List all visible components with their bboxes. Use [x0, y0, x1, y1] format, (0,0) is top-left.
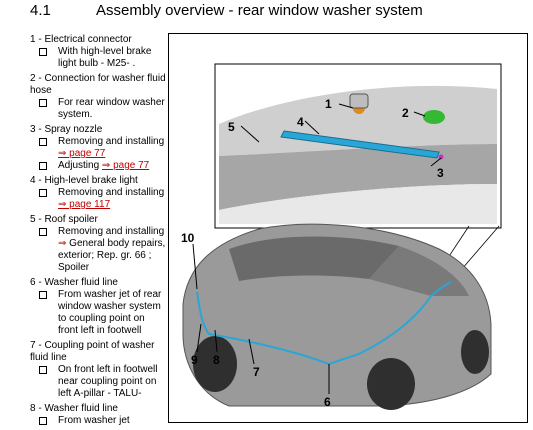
callout-8: 8	[213, 353, 220, 367]
callout-9: 9	[191, 353, 198, 367]
legend-subitem: Removing and installing ⇒ page 117	[30, 187, 166, 211]
legend-subitem-text: On front left in footwell near coupling …	[58, 364, 158, 399]
callout-3: 3	[437, 166, 444, 180]
legend-subitem: Adjusting ⇒ page 77	[30, 160, 166, 172]
callout-1: 1	[325, 97, 332, 111]
legend-item-label: 8 - Washer fluid line	[30, 403, 118, 414]
leader-2	[413, 111, 426, 117]
legend-item-label: 5 - Roof spoiler	[30, 214, 98, 225]
bullet-box-icon	[39, 417, 47, 425]
legend-subitem: For rear window washer system.	[30, 97, 166, 121]
leader-8	[214, 329, 218, 353]
car-windows	[229, 236, 399, 281]
rear-wheel-right	[461, 330, 489, 374]
reference-arrow: ⇒	[58, 238, 67, 249]
leader-10	[192, 243, 198, 290]
callout-6: 6	[324, 395, 331, 409]
callout-7: 7	[253, 365, 260, 379]
leader-9	[196, 323, 202, 353]
legend-subitem-text: Adjusting	[58, 160, 102, 171]
rear-wheel-left	[367, 358, 415, 410]
legend-subitem-text: With high-level brake light bulb - M25- …	[58, 46, 152, 69]
bullet-box-icon	[39, 162, 47, 170]
callout-4: 4	[297, 115, 304, 129]
legend-subitem-text: From washer jet	[58, 415, 130, 426]
bullet-box-icon	[39, 189, 47, 197]
legend-item-label: 2 - Connection for washer fluid hose	[30, 73, 166, 96]
bulb-holder-shape	[349, 93, 369, 109]
leader-7	[248, 338, 255, 365]
legend-subitem-text: General body repairs, exterior; Rep. gr.…	[58, 238, 166, 273]
assembly-illustration: 1 2 3 4 5 6 7 8 9 10	[181, 63, 502, 410]
bullet-box-icon	[39, 99, 47, 107]
legend-subitem-text: Removing and installing	[58, 187, 165, 198]
legend-subitem: Removing and installing ⇒ page 77	[30, 136, 166, 160]
page-reference-link[interactable]: ⇒ page 77	[58, 148, 106, 159]
leader-4	[304, 120, 320, 135]
legend-item-label: 6 - Washer fluid line	[30, 277, 118, 288]
legend-subitem: From washer jet of rear window washer sy…	[30, 289, 166, 337]
bullet-box-icon	[39, 291, 47, 299]
callout-10: 10	[181, 231, 195, 245]
bullet-box-icon	[39, 138, 47, 146]
spoiler-lower-surface	[219, 144, 497, 210]
front-wheel	[193, 336, 237, 392]
section-title: Assembly overview - rear window washer s…	[96, 2, 423, 19]
bullet-box-icon	[39, 366, 47, 374]
legend-item-label: 4 - High-level brake light	[30, 175, 138, 186]
bullet-box-icon	[39, 48, 47, 56]
legend-subitem-text: Removing and installing	[58, 226, 165, 237]
bullet-box-icon	[39, 228, 47, 236]
leader-5	[240, 125, 260, 143]
callout-2: 2	[402, 106, 409, 120]
rear-window	[369, 246, 469, 296]
legend-subitem: From washer jet	[30, 415, 166, 427]
callout-5: 5	[228, 120, 235, 134]
legend-subitem: Removing and installing ⇒ General body r…	[30, 226, 166, 274]
washer-fluid-line-shape	[196, 281, 452, 366]
legend-item-label: 3 - Spray nozzle	[30, 124, 103, 135]
legend-subitem: On front left in footwell near coupling …	[30, 364, 166, 400]
hose-connection-shape	[423, 110, 445, 124]
leader-3	[430, 157, 442, 167]
section-header: 4.1 Assembly overview - rear window wash…	[0, 0, 533, 26]
legend-subitem: With high-level brake light bulb - M25- …	[30, 46, 166, 70]
legend-item-label: 7 - Coupling point of washer fluid line	[30, 340, 155, 363]
legend-subitem-text: Removing and installing	[58, 136, 165, 147]
legend-item-label: 1 - Electrical connector	[30, 34, 132, 45]
page-reference-link[interactable]: ⇒ page 77	[101, 160, 150, 171]
assembly-figure: 1 2 3 4 5 6 7 8 9 10	[168, 33, 528, 423]
brake-light-bar	[280, 130, 440, 159]
legend-subitem-text: From washer jet of rear window washer sy…	[58, 289, 162, 336]
rear-window-glass	[219, 184, 497, 224]
leader-1	[338, 103, 354, 109]
legend-subitem-text: For rear window washer system.	[58, 97, 165, 120]
nozzle-marker	[438, 154, 444, 160]
page-reference-link[interactable]: ⇒ page 117	[58, 199, 111, 210]
section-number: 4.1	[30, 2, 51, 19]
